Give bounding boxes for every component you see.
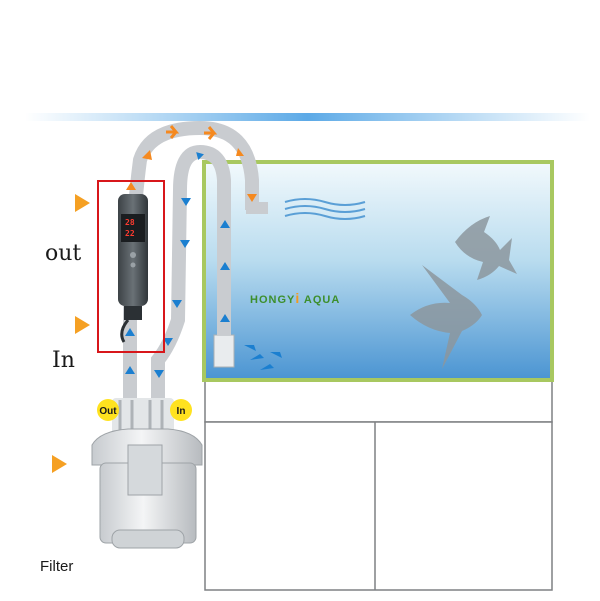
- wall-highlight-line: [25, 113, 590, 121]
- heater-cable: [120, 319, 130, 343]
- label-filter: Filter: [40, 558, 73, 575]
- angelfish-icon: [410, 265, 482, 369]
- heater-button-icon[interactable]: [130, 252, 136, 258]
- flow-arrow-icon: [244, 345, 282, 370]
- aquarium-tank: HONGYi AQUA: [202, 160, 554, 382]
- orange-triangle-pointer-icon: [75, 316, 90, 334]
- flow-arrow-icon: [126, 125, 257, 202]
- orange-triangle-pointer-icon: [75, 194, 90, 212]
- heater-highlight-frame: [97, 180, 165, 353]
- aquarium-stand: [204, 380, 553, 591]
- heater-button-icon[interactable]: [130, 262, 136, 268]
- svg-text:Out: Out: [99, 406, 117, 417]
- heater-display-line1: 28: [125, 218, 135, 227]
- flow-arrow-icon: [125, 152, 230, 378]
- outlet-spout: [246, 202, 268, 214]
- badge-out: Out: [97, 399, 119, 421]
- intake-strainer: [213, 334, 235, 368]
- label-in: In: [52, 348, 75, 373]
- svg-text:In: In: [177, 406, 186, 417]
- orange-triangle-pointer-icon: [52, 455, 67, 473]
- label-out: out: [45, 241, 81, 266]
- angelfish-icon: [455, 216, 517, 280]
- canister-filter: [91, 398, 203, 549]
- brand-logo: HONGYi AQUA: [250, 290, 340, 306]
- badge-in: In: [170, 399, 192, 421]
- water-ripple-icon: [284, 198, 366, 220]
- heater-display-line2: 22: [125, 229, 135, 238]
- inline-heater: 28 22: [118, 194, 148, 343]
